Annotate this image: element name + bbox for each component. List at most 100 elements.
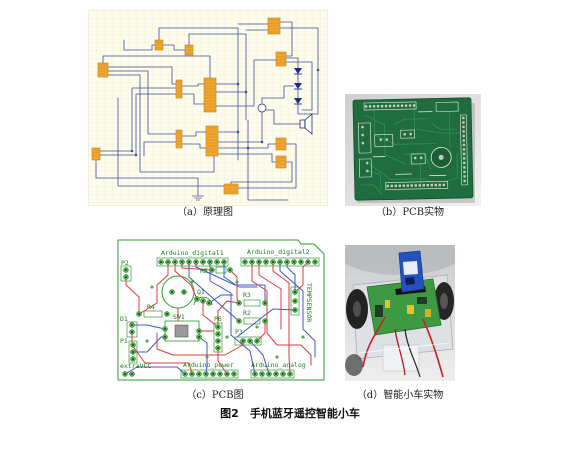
p2-pad-hole [125, 276, 127, 278]
schematic-wire [181, 131, 207, 137]
header-pad [462, 152, 466, 156]
silkscreen-outline [459, 114, 469, 186]
header-pad [368, 105, 372, 108]
schematic-wire [123, 39, 156, 51]
label-p3: P3 [235, 328, 243, 336]
top-layer-trace [276, 344, 312, 366]
label-extravcc: extraVCC [120, 362, 151, 370]
silkscreen-outline [143, 310, 163, 318]
r2-pad-hole [238, 320, 240, 322]
digital2-header-pad-hole [300, 261, 302, 263]
digital1-header-pad-hole [174, 261, 176, 263]
diode-symbol [294, 68, 302, 74]
red-wire [422, 318, 444, 378]
silkscreen-outline [385, 180, 449, 190]
header-pad [408, 104, 412, 107]
digital2-header-pad-hole [307, 261, 309, 263]
buzzer-pad-hole [183, 291, 185, 293]
r2-pad-hole [264, 320, 266, 322]
header-pad [462, 121, 465, 124]
schematic-wire [162, 44, 186, 51]
schematic-wire [102, 55, 211, 79]
switch-pad-hole [198, 336, 200, 338]
label-r2: R2 [243, 309, 251, 317]
header-pad [462, 157, 466, 160]
r3-pad-hole [238, 302, 240, 304]
header-pad [398, 184, 401, 188]
board-trace [369, 164, 442, 189]
schematic-wire [181, 93, 205, 105]
red-wire [394, 328, 406, 376]
header-pad [364, 105, 368, 108]
board-trace [413, 107, 461, 134]
header-pad [462, 134, 465, 138]
header-pad [406, 184, 409, 187]
top-layer-trace [256, 320, 266, 342]
schematic-component [275, 137, 287, 151]
yellow-capacitor [407, 305, 414, 314]
r5-pad-hole [211, 269, 213, 271]
digital2-header-pad-hole [244, 261, 246, 263]
pcb-layout: Arduino_digital1 Arduino_digital2 Arduin… [117, 237, 327, 382]
header-pad [463, 170, 466, 174]
temp-sensor-pad-hole [294, 309, 296, 311]
transistor-symbol [257, 103, 267, 113]
silkscreen-outline [243, 317, 261, 325]
header-pad [463, 175, 466, 178]
via [255, 325, 259, 329]
digital2-header-pad-hole [265, 261, 267, 263]
bottom-layer-trace [209, 261, 256, 375]
black-wire [404, 328, 421, 378]
pcb-pads [122, 259, 318, 377]
schematic-component [175, 129, 183, 149]
silkscreen-outline [374, 134, 394, 148]
board-outline [117, 239, 325, 381]
p1-pad-hole [132, 344, 134, 346]
schematic-wire [247, 119, 289, 201]
wire-junction [236, 82, 240, 86]
header-pad [462, 130, 465, 133]
diode-symbol [294, 83, 302, 89]
switch-pad-hole [164, 328, 166, 330]
component-pad [366, 169, 369, 173]
power-header-pad-hole [226, 373, 228, 375]
header-pad [386, 184, 389, 188]
header-pad [402, 184, 405, 187]
header-pad [422, 184, 425, 187]
yellow-capacitor [385, 300, 390, 308]
schematic-wire [99, 87, 177, 152]
schematic-wire [158, 27, 239, 161]
header-pad [392, 104, 396, 108]
chassis-highlight [358, 342, 450, 354]
header-pad [404, 104, 408, 107]
schematic-wire [230, 161, 293, 185]
bottom-layer-trace [124, 366, 186, 375]
schematic-wire [279, 21, 293, 57]
digital2-header-pad-hole [279, 261, 281, 263]
header-pad [462, 143, 466, 147]
wire-junction [244, 90, 248, 94]
label-temp-sensor: TEMPSENSOR [305, 283, 313, 322]
schematic-wire [107, 66, 177, 85]
via [205, 355, 209, 359]
header-pad [462, 125, 465, 129]
digital2-header-pad-hole [251, 261, 253, 263]
schematic-diagram [88, 10, 328, 206]
header-pad [462, 116, 465, 120]
header-pad [463, 161, 466, 165]
wire-junction [130, 149, 134, 153]
schematic-wire [265, 109, 301, 125]
top-layer-trace [156, 332, 244, 356]
component-pad [361, 141, 365, 145]
power-header-pad-hole [191, 373, 193, 375]
top-layer-trace [272, 261, 291, 375]
schematic-wire [95, 159, 199, 197]
wire-junction [260, 140, 264, 144]
digital1-header-pad-hole [209, 261, 211, 263]
board-chip [417, 297, 427, 304]
digital2-header-pad-hole [258, 261, 260, 263]
component-pad [361, 133, 364, 137]
via [275, 355, 279, 359]
label-r5: R5 [200, 267, 208, 275]
board-chip [375, 305, 383, 317]
